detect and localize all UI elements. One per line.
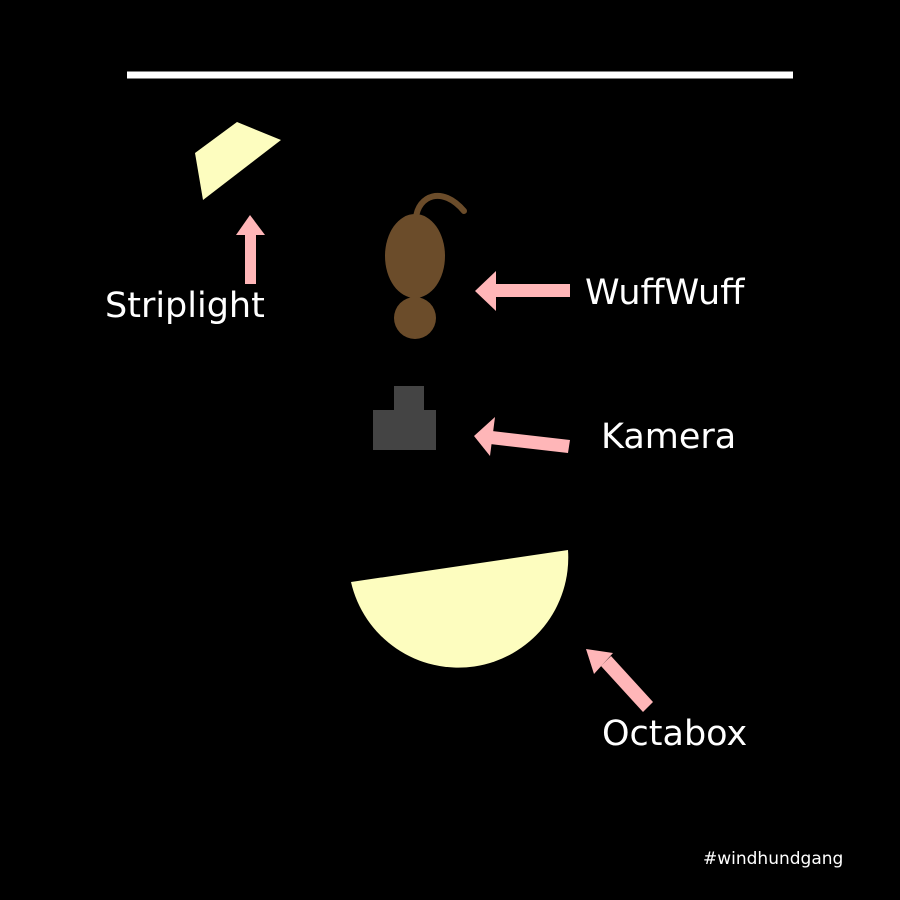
label-kamera: Kamera: [601, 417, 737, 457]
label-striplight: Striplight: [105, 286, 265, 326]
arrow-kamera: [474, 417, 570, 456]
arrow-shaft: [245, 232, 256, 284]
arrow-head: [586, 649, 613, 674]
camera-shape: [373, 386, 436, 450]
arrow-head: [474, 417, 495, 456]
arrow-shaft: [490, 431, 570, 453]
arrow-octabox: [586, 649, 653, 712]
arrow-shaft: [490, 284, 570, 297]
arrow-striplight: [236, 215, 265, 284]
camera-viewfinder: [394, 386, 424, 411]
dog-body: [385, 214, 445, 298]
camera-body: [373, 410, 436, 450]
hashtag-watermark: #windhundgang: [703, 849, 844, 869]
dog-head: [394, 297, 436, 339]
arrow-head: [236, 215, 265, 235]
arrow-head: [475, 271, 496, 311]
dog-shape: [385, 192, 467, 339]
arrow-wuffwuff: [475, 271, 570, 311]
dog-tail: [413, 192, 467, 221]
label-octabox: Octabox: [602, 714, 748, 754]
striplight-shape: [195, 122, 281, 200]
octabox-shape: [351, 550, 569, 668]
arrow-shaft: [601, 656, 653, 712]
label-wuffwuff: WuffWuff: [585, 273, 745, 313]
